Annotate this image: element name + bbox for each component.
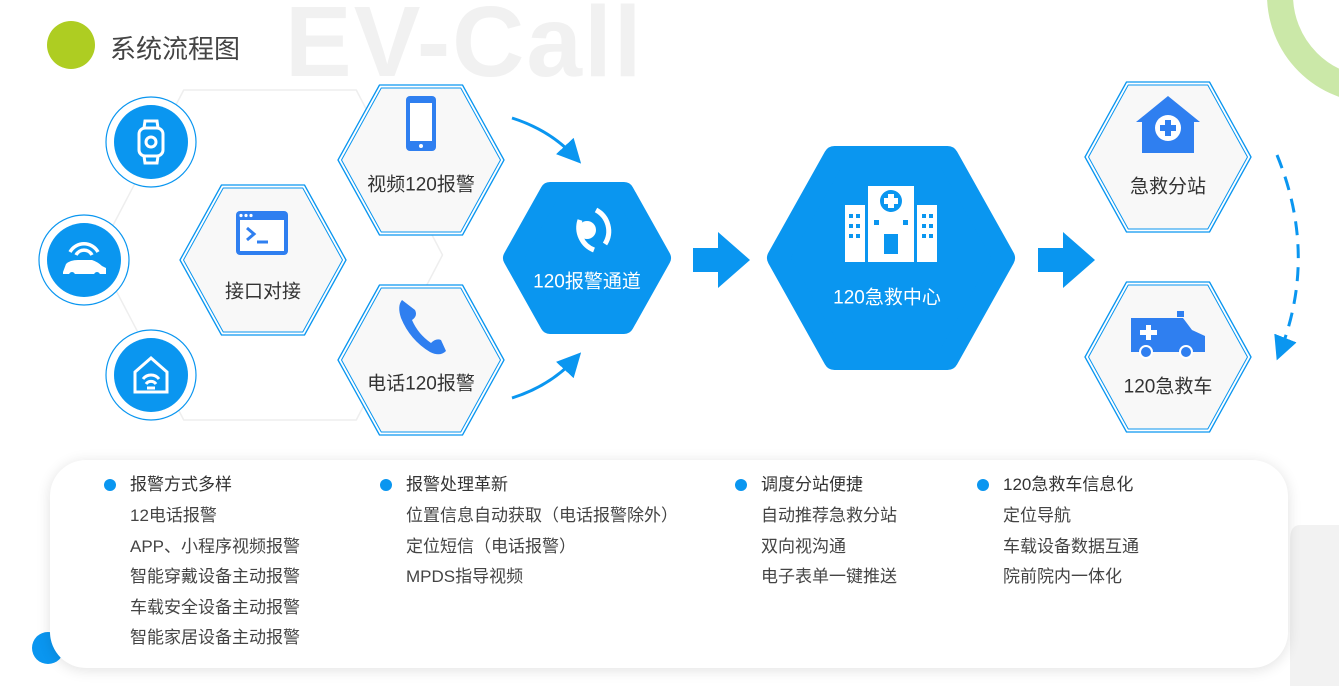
medical-house-icon (1136, 96, 1200, 153)
mobile-phone-icon (406, 96, 436, 151)
arrow-channel-to-center (693, 232, 750, 288)
feature-item: 智能穿戴设备主动报警 (130, 567, 300, 587)
hospital-icon (845, 186, 937, 262)
features-panel (50, 460, 1288, 668)
smartwatch-icon (137, 119, 165, 165)
page-title: 系统流程图 (110, 34, 241, 64)
source-car (38, 214, 130, 306)
feature-item: 智能家居设备主动报警 (130, 628, 300, 648)
arrow-center-to-dispatch (1038, 232, 1095, 288)
smart-home-icon (133, 356, 169, 394)
watermark: EV-Call (285, 0, 644, 98)
feature-item: 双向视沟通 (761, 536, 846, 556)
node-interface-label: 接口对接 (224, 281, 302, 303)
feature-column: 报警方式多样 12电话报警 APP、小程序视频报警 智能穿戴设备主动报警 车载安… (103, 473, 301, 657)
hex-phone-alarm-inner (341, 287, 501, 433)
feature-item: 定位短信（电话报警） (406, 536, 576, 556)
terminal-icon (236, 211, 288, 255)
channel-ring-icon (576, 207, 612, 253)
arrow-phone-to-channel (511, 352, 582, 400)
background-hex-outline (96, 89, 444, 421)
source-home (105, 329, 197, 421)
feature-item: 12电话报警 (130, 506, 217, 525)
phone-handset-icon (399, 300, 446, 355)
feature-item: 车载设备数据互通 (1003, 536, 1139, 556)
feature-column: 调度分站便捷 自动推荐急救分站 双向视沟通 电子表单一键推送 (735, 473, 897, 596)
feature-item: 电子表单一键推送 (761, 567, 897, 587)
node-channel-label: 120报警通道 (533, 271, 641, 293)
node-substation-label: 急救分站 (1129, 176, 1207, 198)
hex-video-alarm-inner (341, 87, 501, 233)
connected-car-icon (63, 242, 106, 278)
hex-channel (503, 182, 671, 334)
node-phone-alarm-label: 电话120报警 (367, 373, 475, 395)
title-bullet (47, 21, 95, 69)
node-video-alarm-label: 视频120报警 (367, 174, 475, 196)
arrow-video-to-channel (511, 116, 582, 164)
feature-column: 报警处理革新 位置信息自动获取（电话报警除外） 定位短信（电话报警） MPDS指… (380, 473, 678, 596)
decorative-arc (1267, 0, 1339, 97)
node-ambulance-label: 120急救车 (1123, 376, 1213, 398)
hex-substation-inner (1088, 84, 1248, 230)
dashed-arrow-substation-to-ambulance (1274, 154, 1300, 361)
feature-heading: 调度分站便捷 (735, 473, 897, 504)
node-center-label: 120急救中心 (833, 287, 941, 309)
feature-item: APP、小程序视频报警 (130, 536, 301, 556)
feature-column: 120急救车信息化 定位导航 车载设备数据互通 院前院内一体化 (977, 473, 1139, 596)
decorative-corner (1290, 525, 1339, 686)
hex-ambulance-inner (1088, 284, 1248, 430)
ambulance-icon (1131, 311, 1205, 359)
feature-item: 定位导航 (1003, 506, 1071, 525)
feature-item: 自动推荐急救分站 (761, 506, 897, 525)
feature-item: 位置信息自动获取（电话报警除外） (406, 506, 678, 525)
feature-item: 院前院内一体化 (1003, 567, 1122, 587)
feature-heading: 报警处理革新 (380, 473, 678, 504)
feature-heading: 120急救车信息化 (977, 473, 1139, 504)
feature-item: MPDS指导视频 (406, 567, 524, 587)
feature-heading: 报警方式多样 (103, 473, 300, 504)
hex-interface-inner (183, 187, 343, 333)
source-smartwatch (105, 96, 197, 188)
feature-item: 车载安全设备主动报警 (130, 597, 300, 617)
